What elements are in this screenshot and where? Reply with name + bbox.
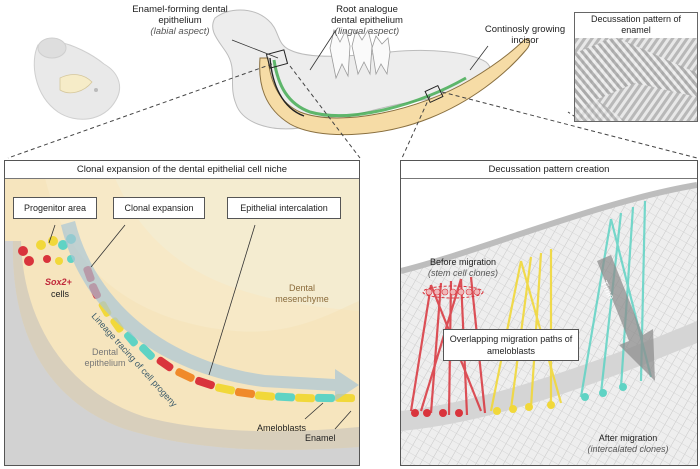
- enamel-forming-sub: (labial aspect): [150, 26, 210, 37]
- label-continuous-incisor: Continosly growing incisor: [484, 24, 566, 46]
- sox2-label: Sox2+: [45, 277, 72, 287]
- decussation-title: Decussation pattern of enamel: [575, 13, 697, 38]
- mouse-head-icon: [33, 37, 120, 120]
- label-root-analogue: Root analogue dental epithelium (lingual…: [322, 4, 412, 37]
- decussation-inset: Decussation pattern of enamel: [574, 12, 698, 122]
- ameloblasts-label: Ameloblasts: [257, 423, 307, 433]
- enamel-forming-title: Enamel-forming dental epithelium: [132, 4, 228, 26]
- callout-epithelial-intercalation: Epithelial intercalation: [227, 197, 341, 219]
- callout-overlapping-paths: Overlapping migration paths of ameloblas…: [443, 329, 579, 361]
- before-migration-title: Before migration: [429, 257, 497, 267]
- top-illustration: [7, 9, 698, 159]
- after-migration-sub: (intercalated clones): [587, 444, 669, 454]
- enamel-label: Enamel: [305, 433, 336, 443]
- label-enamel-forming: Enamel-forming dental epithelium (labial…: [120, 4, 240, 37]
- callout-progenitor-area: Progenitor area: [13, 197, 97, 219]
- decussation-illustration: [401, 178, 697, 465]
- time-arrow: [597, 255, 655, 381]
- molar-teeth: [329, 28, 391, 80]
- after-migration-title: After migration: [598, 433, 658, 443]
- dental-epithelium-label: Dental epithelium: [84, 347, 126, 368]
- before-migration-sub: (stem cell clones): [427, 268, 499, 278]
- cells-label: cells: [51, 289, 70, 299]
- enamel-texture: [575, 37, 697, 121]
- intercalated-clones: [411, 383, 627, 417]
- panel-title-decussation: Decussation pattern creation: [401, 161, 697, 179]
- dental-mesenchyme-label: Dental mesenchyme: [275, 283, 329, 304]
- panel-title-clonal: Clonal expansion of the dental epithelia…: [5, 161, 359, 179]
- panel-decussation-creation: Decussation pattern creation: [400, 160, 698, 466]
- before-migration-label: Before migration (stem cell clones): [423, 257, 503, 279]
- root-analogue-sub: (lingual aspect): [334, 26, 400, 37]
- after-migration-label: After migration (intercalated clones): [573, 433, 683, 455]
- callout-clonal-expansion: Clonal expansion: [113, 197, 205, 219]
- panel-clonal-expansion: Clonal expansion of the dental epithelia…: [4, 160, 360, 466]
- root-analogue-title: Root analogue dental epithelium: [331, 4, 403, 26]
- lineage-arrow: [61, 221, 359, 401]
